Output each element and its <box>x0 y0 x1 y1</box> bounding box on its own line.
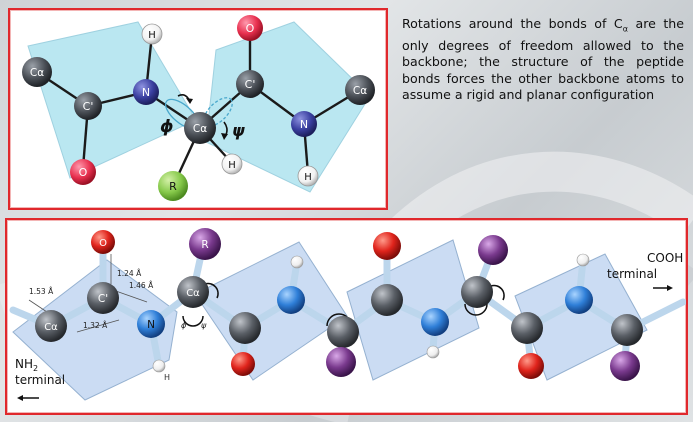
nh2-terminal-label: terminal <box>15 373 65 387</box>
rotation-arrow-1-icon <box>182 315 204 327</box>
bottom-psi-label: ψ <box>201 321 207 330</box>
svg-text:N: N <box>147 319 155 331</box>
svg-text:N: N <box>300 118 308 131</box>
nh2-label: NH2 <box>15 357 38 373</box>
cooh-label: COOH <box>647 251 683 265</box>
phi-label: ϕ <box>160 117 174 137</box>
bond-length-ca-c: 1.53 Å <box>29 287 54 296</box>
atom-n-left: N <box>133 79 159 105</box>
svg-text:Cα: Cα <box>30 67 44 79</box>
svg-text:Cα: Cα <box>44 322 58 333</box>
chain-diagram-svg: Cα O C' N H Cα R <box>9 228 686 401</box>
svg-text:Cα: Cα <box>353 85 367 97</box>
atom-ca-center: Cα <box>184 112 216 144</box>
svg-text:O: O <box>99 238 107 249</box>
svg-text:H: H <box>164 373 170 382</box>
atom-c-prime-right: C' <box>236 70 264 98</box>
atom-r-group: R <box>158 171 188 201</box>
atom-h-right: H <box>297 165 319 187</box>
bottom-atom-ca: Cα <box>177 276 209 308</box>
caption-line1-sub: α <box>622 24 628 34</box>
bottom-plane-1 <box>12 259 178 401</box>
psi-rotation-ring <box>203 97 233 127</box>
bond-length-c-n: 1.32 Å <box>83 321 108 330</box>
polypeptide-chain-diagram: Cα O C' N H Cα R <box>5 218 688 415</box>
atom-h-top: H <box>141 23 163 45</box>
caption-text: Rotations around the bonds of Cα are the… <box>402 16 684 104</box>
psi-label: ψ <box>232 121 245 140</box>
bond-length-c-o: 1.24 Å <box>117 269 142 278</box>
bottom-atom-c-prime: C' <box>87 282 119 314</box>
chain-atoms-unlabeled <box>229 232 643 381</box>
caption-line1-post: are <box>628 16 656 31</box>
atom-c-prime-left: C' <box>74 92 102 120</box>
svg-text:Cα: Cα <box>186 288 200 299</box>
bond-length-n-ca: 1.46 Å <box>129 281 154 290</box>
cooh-terminal-label: terminal <box>607 267 657 281</box>
atom-ca-right: Cα <box>345 75 375 105</box>
atom-n-right: N <box>291 111 317 137</box>
svg-text:H: H <box>228 160 236 171</box>
caption-rest: the only degrees of freedom allowed to t… <box>402 16 684 103</box>
svg-text:Cα: Cα <box>193 123 207 135</box>
svg-text:C': C' <box>83 100 94 113</box>
caption-line1-pre: Rotations around the bonds of C <box>402 16 623 31</box>
svg-text:O: O <box>79 166 88 179</box>
atom-h-center: H <box>221 153 243 175</box>
backbone-torsion-diagram: ϕ ψ Cα C' O H N Cα R <box>8 8 388 210</box>
svg-text:C': C' <box>98 293 108 305</box>
bottom-phi-label: ϕ <box>181 321 187 330</box>
svg-text:R: R <box>169 180 177 193</box>
rotation-arrow-4-icon <box>464 303 488 316</box>
bottom-atom-r: R <box>189 228 221 260</box>
bottom-atom-h: H <box>152 359 170 382</box>
bottom-atom-o: O <box>91 230 115 254</box>
svg-text:H: H <box>148 30 156 41</box>
bottom-atom-n: N <box>137 310 165 338</box>
svg-text:N: N <box>142 86 150 99</box>
svg-text:H: H <box>304 172 312 183</box>
svg-text:C': C' <box>245 78 256 91</box>
atom-ca-left: Cα <box>22 57 52 87</box>
rotation-arrow-5-icon <box>490 284 505 301</box>
rotation-arrow-2-icon <box>204 282 219 299</box>
svg-text:O: O <box>246 22 255 35</box>
atom-o-left: O <box>70 159 96 185</box>
bottom-atom-ca-left: Cα <box>35 310 67 342</box>
torsion-diagram-svg: ϕ ψ Cα C' O H N Cα R <box>22 15 375 201</box>
bottom-plane-4 <box>514 253 648 381</box>
atom-o-right: O <box>237 15 263 41</box>
svg-text:R: R <box>201 239 208 251</box>
